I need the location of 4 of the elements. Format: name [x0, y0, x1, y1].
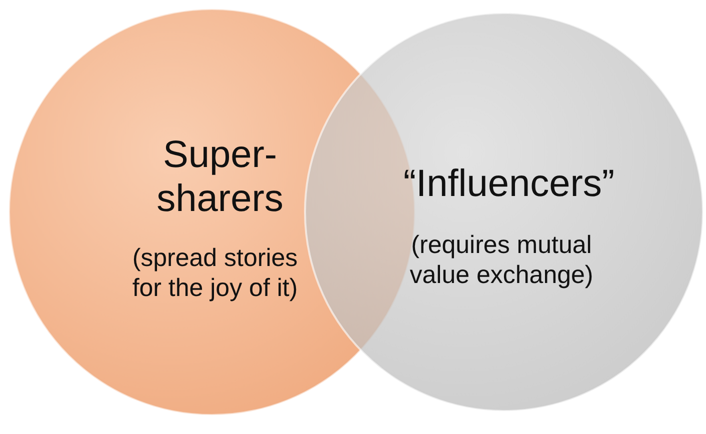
circle-description: (requires mutual value exchange) [408, 230, 594, 290]
circle-title: Super- sharers [156, 133, 284, 221]
circle-description: (spread stories for the joy of it) [131, 243, 299, 303]
circle-title: “Influencers” [402, 162, 616, 206]
